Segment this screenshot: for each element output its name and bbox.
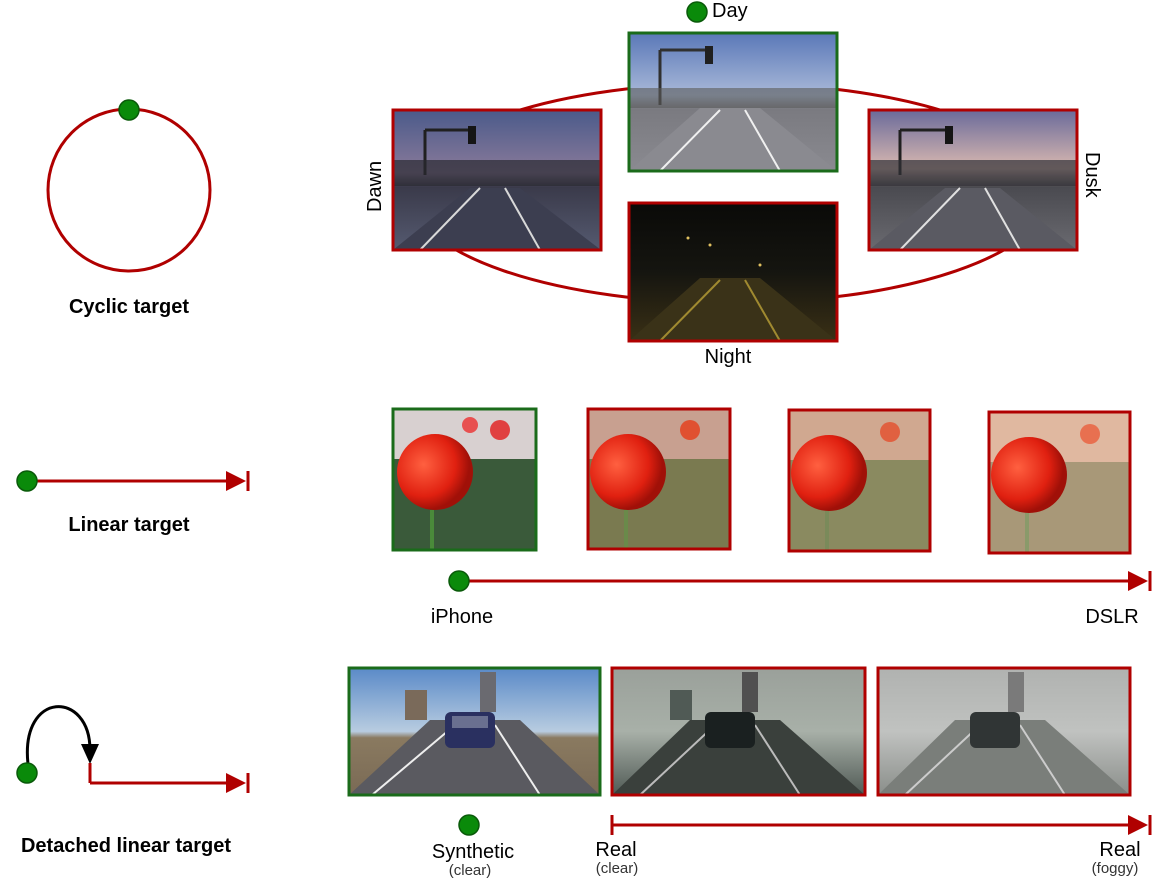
- real-foggy-label: Real: [1099, 839, 1141, 861]
- real-foggy-sub-label: (foggy): [1091, 860, 1139, 877]
- day-label: Day: [712, 0, 748, 22]
- detached-jump-arrowhead: [81, 744, 99, 764]
- tulip-image-step-1: [586, 407, 732, 551]
- day-source-dot: [686, 1, 708, 23]
- night-image: [627, 201, 839, 343]
- dusk-image: [867, 108, 1079, 252]
- detached-legend-source-dot: [16, 762, 38, 784]
- synthetic-sub-label: (clear): [448, 862, 492, 879]
- tulip-image-step-2: [787, 408, 932, 553]
- linear-target-label: Linear target: [68, 514, 190, 536]
- tulip-image-dslr: [987, 410, 1132, 555]
- real-foggy-car-image: [876, 666, 1132, 797]
- real-clear-sub-label: (clear): [595, 860, 639, 877]
- real-clear-car-image: [610, 666, 867, 797]
- real-clear-label: Real: [595, 839, 637, 861]
- tulip-image-iphone: [391, 407, 538, 552]
- iphone-label: iPhone: [430, 606, 494, 628]
- dawn-image: [391, 108, 603, 252]
- night-label: Night: [704, 346, 752, 368]
- day-image: [627, 31, 839, 173]
- synthetic-label: Synthetic: [431, 841, 515, 863]
- linear-legend-arrowhead: [226, 471, 246, 491]
- linear-legend-source-dot: [16, 470, 38, 492]
- cyclic-target-label: Cyclic target: [68, 296, 190, 318]
- cyclic-circle-icon: [46, 107, 212, 273]
- linear-axis-arrowhead: [1128, 571, 1148, 591]
- cyclic-source-dot: [118, 99, 140, 121]
- detached-axis-arrowhead: [1128, 815, 1148, 835]
- synthetic-car-image: [347, 666, 602, 797]
- dusk-label: Dusk: [1081, 152, 1103, 198]
- dawn-label: Dawn: [364, 160, 386, 212]
- detached-target-label: Detached linear target: [20, 835, 232, 857]
- detached-jump-arrow: [25, 705, 92, 765]
- linear-axis-source-dot: [448, 570, 470, 592]
- detached-legend-arrowhead: [226, 773, 246, 793]
- synthetic-source-dot: [458, 814, 480, 836]
- dslr-label: DSLR: [1085, 606, 1139, 628]
